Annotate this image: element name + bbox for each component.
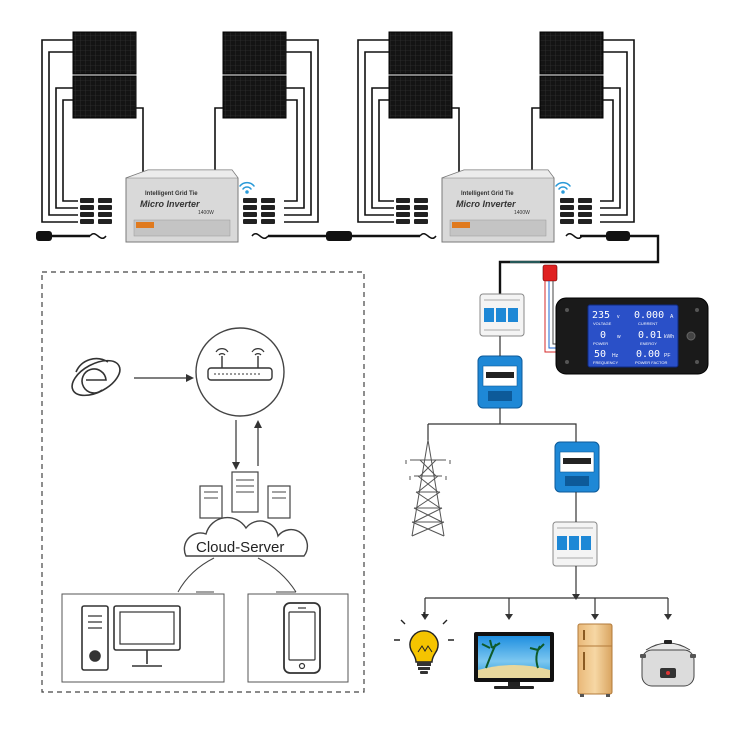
transmission-tower-icon — [405, 439, 451, 537]
meter-power-label: POWER — [593, 341, 608, 346]
energy-meter-top — [477, 355, 523, 409]
internet-browser-icon — [71, 357, 121, 397]
solar-panel-1a — [72, 31, 137, 75]
mc4-connectors — [80, 198, 592, 224]
inverter-left-title: Intelligent Grid Tie — [145, 191, 198, 197]
meter-frequency-label: FREQUENCY — [593, 360, 618, 365]
meter-voltage-value: 235 — [592, 310, 610, 321]
meter-voltage-unit: v — [617, 314, 620, 320]
inverter-left-name: Micro Inverter — [140, 199, 200, 209]
wifi-icon — [555, 181, 571, 194]
meter-power-value: 0 — [600, 330, 606, 341]
cloud-icon: Cloud-Server — [183, 516, 309, 557]
meter-current-value: 0.000 — [634, 310, 664, 321]
arrow-to-router — [134, 374, 194, 382]
solar-panel-4a — [539, 31, 604, 75]
cloud-to-devices-lines — [177, 557, 297, 593]
solar-panel-4b — [539, 75, 604, 119]
ac-trunk-cable — [36, 231, 660, 353]
meter-pf-unit: PF — [664, 353, 670, 359]
meter-energy-value: 0.01 — [638, 330, 662, 341]
desktop-computer-icon — [81, 605, 181, 671]
wifi-router-icon — [195, 327, 285, 417]
meter-energy-label: ENERGY — [640, 341, 657, 346]
computer-panel — [61, 593, 225, 683]
meter-pf-label: POWER FACTOR — [635, 360, 667, 365]
smartphone-icon — [283, 602, 321, 674]
wifi-icon — [239, 181, 255, 194]
inverter-right-name: Micro Inverter — [456, 199, 516, 209]
circuit-breaker-bottom — [552, 521, 598, 567]
meter-energy-unit: kWh — [664, 334, 674, 340]
cloud-server-label: Cloud-Server — [196, 539, 284, 556]
solar-panel-2b — [222, 75, 287, 119]
dc-wiring — [41, 39, 635, 223]
solar-panel-3b — [388, 75, 453, 119]
energy-meter-bottom — [554, 441, 600, 493]
rice-cooker-icon — [640, 640, 696, 687]
router-cloud-arrows — [232, 420, 262, 470]
inverter-left-rating: 1400W — [198, 210, 214, 216]
meter-power-unit: w — [617, 334, 621, 340]
refrigerator-icon — [577, 623, 613, 697]
distribution-lines — [424, 336, 669, 618]
television-icon — [474, 632, 554, 689]
inverter-right-title: Intelligent Grid Tie — [461, 191, 514, 197]
meter-frequency-value: 50 — [594, 349, 606, 360]
light-bulb-icon — [394, 612, 454, 674]
solar-panel-3a — [388, 31, 453, 75]
inverter-right: Intelligent Grid Tie Micro Inverter 1400… — [441, 169, 555, 243]
arrowheads — [421, 594, 672, 620]
meter-voltage-label: VOLTAGE — [593, 321, 612, 326]
power-monitor: 235 v VOLTAGE 0.000 A CURRENT 0 w POWER … — [555, 297, 709, 375]
monitoring-system-boundary — [41, 271, 365, 693]
solar-panels — [72, 31, 604, 119]
meter-pf-value: 0.00 — [636, 349, 660, 360]
meter-frequency-unit: Hz — [612, 353, 619, 359]
meter-current-label: CURRENT — [638, 321, 658, 326]
server-icon — [199, 471, 291, 519]
meter-current-unit: A — [670, 314, 674, 320]
solar-panel-1b — [72, 75, 137, 119]
inverter-right-rating: 1400W — [514, 210, 530, 216]
inverter-left: Intelligent Grid Tie Micro Inverter 1400… — [125, 169, 239, 243]
circuit-breaker-top — [479, 293, 525, 337]
solar-panel-2a — [222, 31, 287, 75]
